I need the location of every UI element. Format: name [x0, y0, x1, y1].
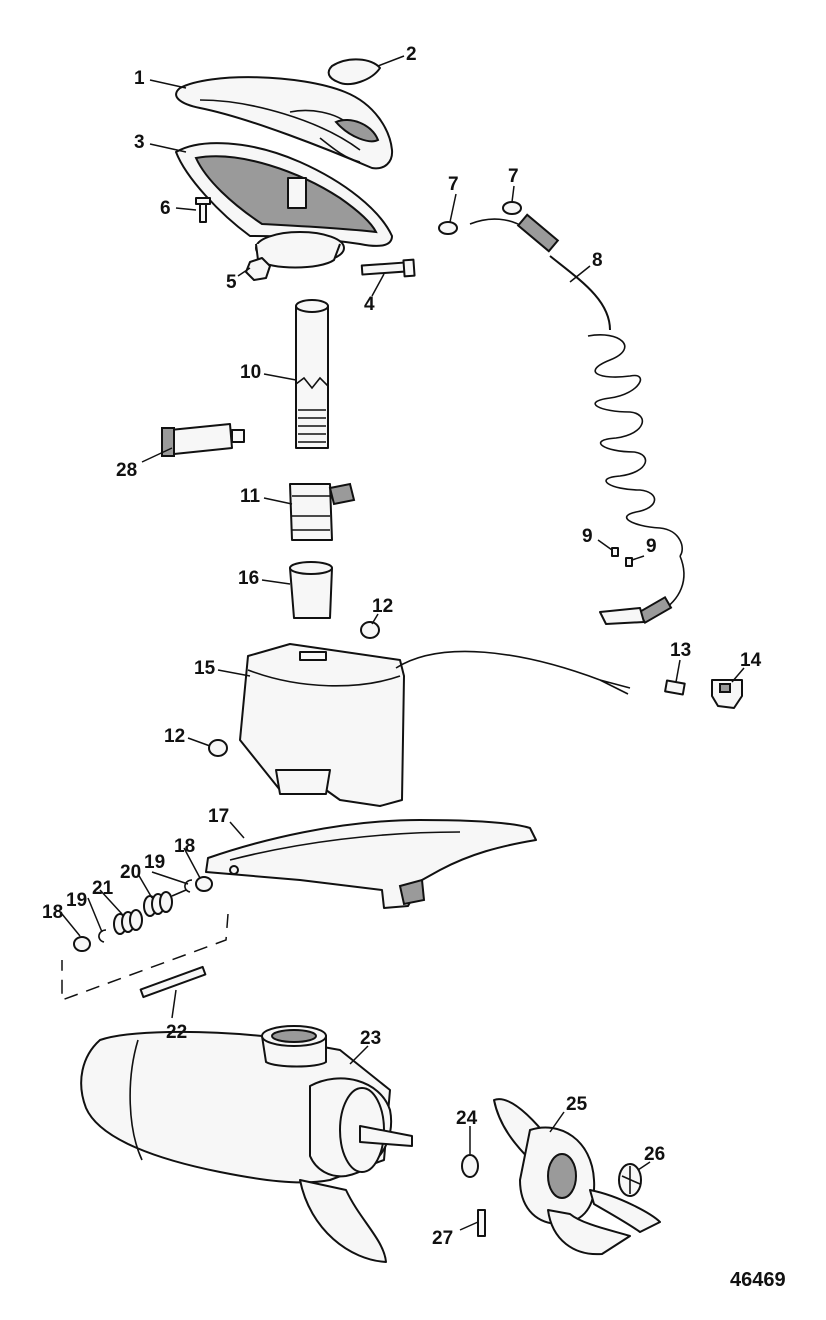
e-clip-19b: [184, 879, 193, 893]
callout-18a: 18: [174, 836, 195, 857]
lower-unit: [80, 1025, 413, 1263]
callout-9a: 9: [582, 526, 593, 547]
callout-28: 28: [116, 460, 137, 481]
callout-5: 5: [226, 272, 237, 293]
callout-8: 8: [592, 250, 603, 271]
callout-11: 11: [240, 486, 261, 507]
callout-12b: 12: [164, 726, 185, 747]
leader-lines: [61, 55, 745, 1231]
callout-4: 4: [364, 294, 375, 315]
callout-1: 1: [134, 68, 145, 89]
callout-22: 22: [166, 1022, 187, 1043]
e-clip-19a: [98, 929, 107, 943]
callout-25: 25: [566, 1094, 588, 1115]
callout-2: 2: [406, 44, 417, 65]
callout-6: 6: [160, 198, 171, 219]
spring-21: [113, 909, 143, 935]
grease-tube: [161, 423, 245, 457]
washer-24: [461, 1154, 479, 1178]
steering-collar: [289, 482, 356, 541]
callout-12a: 12: [372, 596, 393, 617]
callout-19b: 19: [66, 890, 87, 911]
steering-sleeve: [289, 561, 333, 619]
callout-19a: 19: [144, 852, 165, 873]
callout-17: 17: [208, 806, 229, 827]
control-head-cover: [175, 76, 394, 170]
hardware-group-outline: [61, 913, 229, 1002]
callout-9b: 9: [646, 536, 657, 557]
callout-7a: 7: [448, 174, 459, 195]
bushing-12b: [208, 739, 228, 757]
decal: [327, 58, 381, 86]
callout-7b: 7: [508, 166, 519, 187]
coiled-cord: [469, 213, 685, 625]
connector-pin: [664, 679, 686, 696]
prop-nut: [618, 1163, 642, 1197]
callout-13: 13: [670, 640, 691, 661]
figure-id: 46469: [730, 1269, 786, 1291]
control-head-base: [175, 142, 393, 269]
grommet-7a: [438, 221, 458, 235]
propeller: [493, 1098, 661, 1256]
screw-6: [195, 197, 211, 223]
grommet-7b: [502, 201, 522, 215]
pivot-pin: [139, 965, 207, 999]
callout-14: 14: [740, 650, 762, 671]
callout-15: 15: [194, 658, 216, 679]
screw-9a: [611, 547, 619, 557]
bolt-4: [360, 258, 416, 278]
mounting-bracket: [205, 819, 537, 909]
shaft-tube: [295, 299, 329, 449]
screw-9b: [625, 557, 633, 567]
callout-20: 20: [120, 862, 141, 883]
callout-24: 24: [456, 1108, 478, 1129]
callout-27: 27: [432, 1228, 453, 1249]
motor-housing: [239, 643, 631, 807]
callout-labels: 1 2 3 6 5 4 7 7 8 9 9 10 11 12 12 13 14 …: [42, 44, 762, 1249]
drive-pin: [477, 1209, 486, 1237]
spring-20: [143, 889, 187, 917]
washer-18a: [73, 936, 91, 952]
callout-10: 10: [240, 362, 261, 383]
callout-23: 23: [360, 1028, 381, 1049]
nut-5: [245, 257, 271, 281]
callout-18b: 18: [42, 902, 63, 923]
callout-21: 21: [92, 878, 114, 899]
callout-26: 26: [644, 1144, 665, 1165]
callout-16: 16: [238, 568, 259, 589]
plug-cap: [711, 679, 743, 709]
bushing-12a: [360, 621, 380, 639]
washer-18b: [195, 876, 213, 892]
callout-3: 3: [134, 132, 145, 153]
